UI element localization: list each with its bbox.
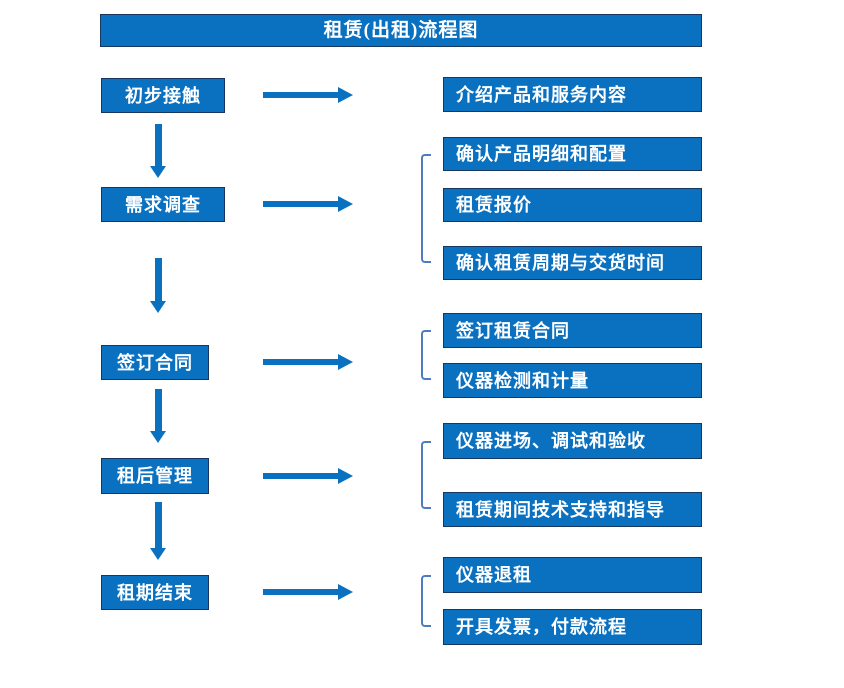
output-box-introduce-products: 介绍产品和服务内容 bbox=[443, 77, 702, 112]
group-bracket-lease-end bbox=[421, 575, 431, 627]
arrow-head-icon bbox=[338, 196, 353, 212]
stage-box-lease-end: 租期结束 bbox=[101, 575, 209, 610]
stage-label: 需求调查 bbox=[125, 194, 201, 215]
arrow-shaft bbox=[263, 201, 338, 207]
right-arrow-5 bbox=[263, 584, 353, 600]
output-box-inspection-metering: 仪器检测和计量 bbox=[443, 363, 702, 398]
arrow-head-icon bbox=[150, 301, 166, 313]
flowchart-title: 租赁(出租)流程图 bbox=[323, 20, 479, 41]
flowchart-title-bar: 租赁(出租)流程图 bbox=[100, 14, 702, 47]
arrow-head-icon bbox=[150, 431, 166, 443]
arrow-head-icon bbox=[338, 87, 353, 103]
arrow-shaft bbox=[155, 258, 162, 301]
output-box-entry-debug-accept: 仪器进场、调试和验收 bbox=[443, 423, 702, 459]
output-box-rental-quotation: 租赁报价 bbox=[443, 188, 702, 222]
stage-label: 租期结束 bbox=[117, 582, 193, 603]
arrow-shaft bbox=[263, 359, 338, 365]
stage-box-sign-contract: 签订合同 bbox=[101, 345, 209, 380]
output-label: 仪器检测和计量 bbox=[456, 370, 589, 391]
output-label: 确认产品明细和配置 bbox=[456, 144, 627, 164]
output-label: 开具发票，付款流程 bbox=[456, 617, 627, 637]
output-label: 签订租赁合同 bbox=[456, 320, 570, 341]
right-arrow-3 bbox=[263, 354, 353, 370]
arrow-shaft bbox=[155, 502, 162, 548]
arrow-shaft bbox=[155, 389, 162, 431]
right-arrow-2 bbox=[263, 196, 353, 212]
down-arrow-1 bbox=[150, 124, 167, 178]
output-label: 介绍产品和服务内容 bbox=[456, 84, 627, 105]
arrow-shaft bbox=[263, 92, 338, 98]
arrow-head-icon bbox=[150, 166, 166, 178]
output-box-invoice-payment: 开具发票，付款流程 bbox=[443, 609, 702, 645]
arrow-head-icon bbox=[338, 354, 353, 370]
stage-label: 签订合同 bbox=[117, 352, 193, 373]
right-arrow-4 bbox=[263, 468, 353, 484]
stage-box-demand-survey: 需求调查 bbox=[101, 187, 225, 222]
arrow-head-icon bbox=[338, 468, 353, 484]
arrow-shaft bbox=[263, 589, 338, 595]
group-bracket-sign-contract bbox=[421, 330, 431, 380]
stage-box-post-rental-mgmt: 租后管理 bbox=[101, 458, 209, 494]
arrow-shaft bbox=[155, 124, 162, 166]
output-label: 确认租赁周期与交货时间 bbox=[456, 253, 665, 273]
output-label: 仪器退租 bbox=[456, 565, 532, 585]
group-bracket-post-rental-mgmt bbox=[421, 441, 431, 509]
down-arrow-2 bbox=[150, 258, 167, 313]
output-box-instrument-return: 仪器退租 bbox=[443, 557, 702, 593]
stage-label: 初步接触 bbox=[125, 85, 201, 106]
down-arrow-3 bbox=[150, 389, 167, 443]
down-arrow-4 bbox=[150, 502, 167, 560]
output-box-confirm-details: 确认产品明细和配置 bbox=[443, 137, 702, 171]
arrow-head-icon bbox=[338, 584, 353, 600]
stage-box-initial-contact: 初步接触 bbox=[101, 78, 225, 113]
output-box-confirm-period: 确认租赁周期与交货时间 bbox=[443, 246, 702, 280]
output-box-tech-support: 租赁期间技术支持和指导 bbox=[443, 492, 702, 527]
output-label: 仪器进场、调试和验收 bbox=[456, 431, 646, 451]
arrow-head-icon bbox=[150, 548, 166, 560]
stage-label: 租后管理 bbox=[117, 466, 193, 486]
right-arrow-1 bbox=[263, 87, 353, 103]
output-box-sign-rental-contract: 签订租赁合同 bbox=[443, 313, 702, 348]
output-label: 租赁期间技术支持和指导 bbox=[456, 499, 665, 520]
group-bracket-demand-survey bbox=[421, 154, 431, 263]
output-label: 租赁报价 bbox=[456, 195, 532, 215]
arrow-shaft bbox=[263, 473, 338, 479]
